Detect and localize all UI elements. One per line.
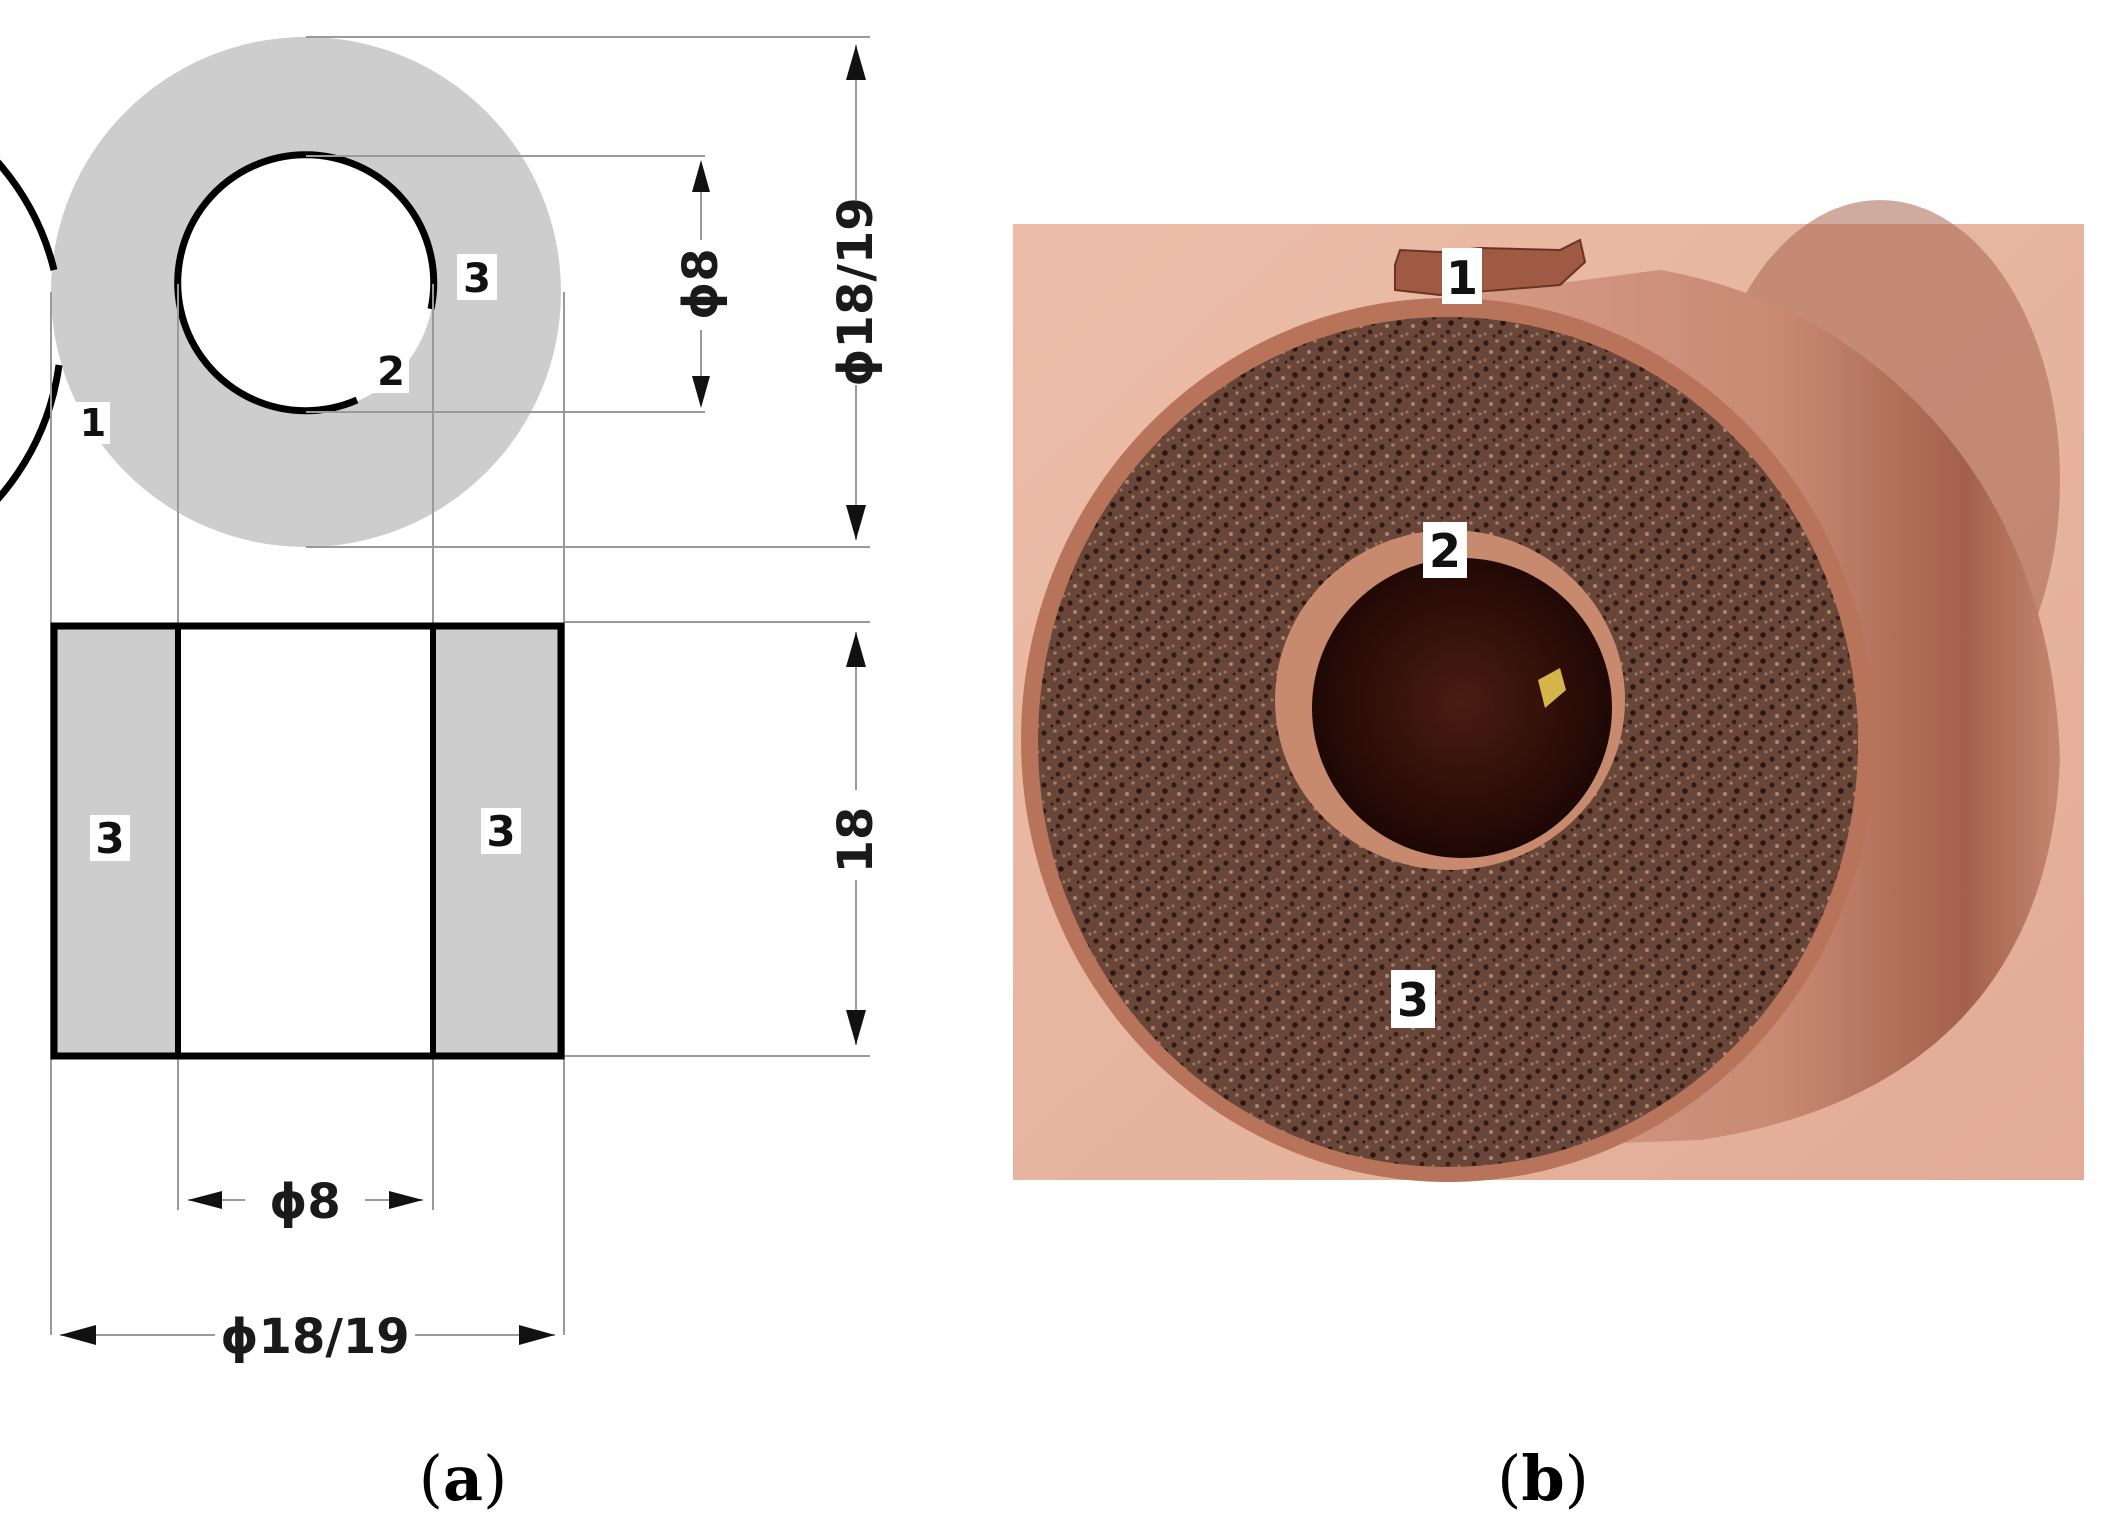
caption-a-letter: a: [443, 1442, 483, 1515]
top-view-arrowheads: [692, 45, 866, 540]
dim-outer-side: ϕ18/19: [220, 1309, 409, 1365]
photo-label-shell: 1: [1446, 251, 1478, 305]
side-view-labels: 3 3: [90, 807, 521, 863]
panel-a-drawing: 1 2 3 3 3 ϕ18/19 ϕ8 18 ϕ8 ϕ18/19: [0, 36, 884, 1365]
dim-inner-side: ϕ8: [269, 1174, 341, 1230]
top-view-labels: 1 2 3: [76, 254, 497, 445]
side-view-outline: [50, 622, 565, 1060]
caption-b: (b): [1497, 1442, 1589, 1515]
side-view-arrowheads: [60, 632, 866, 1345]
photo-label-inner-tube: 2: [1429, 524, 1461, 578]
dim-outer-top: ϕ18/19: [828, 197, 884, 386]
panel-b-photo: 1 2 3: [1013, 200, 2084, 1182]
dim-height: 18: [828, 807, 884, 874]
caption-b-letter: b: [1521, 1442, 1564, 1515]
label-right-wall: 3: [486, 807, 515, 856]
photo-bore: [1312, 558, 1612, 858]
label-shell: 1: [80, 401, 106, 445]
caption-a: (a): [419, 1442, 508, 1515]
label-left-wall: 3: [95, 814, 124, 863]
label-porous-medium: 3: [463, 256, 491, 302]
inner-tube-outline: [174, 151, 438, 415]
top-view: [0, 37, 561, 547]
side-view: [50, 622, 565, 1060]
photo-label-porous-medium: 3: [1397, 973, 1429, 1027]
dim-inner-top: ϕ8: [673, 248, 729, 320]
label-inner-tube: 2: [377, 349, 405, 395]
inner-bore: [178, 156, 434, 412]
